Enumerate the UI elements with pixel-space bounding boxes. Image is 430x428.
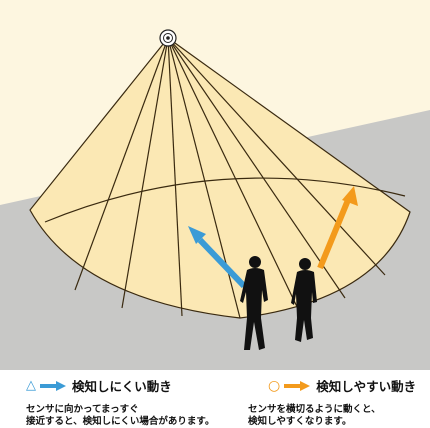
right-caption-line2: 検知しやすくなります。 (248, 416, 352, 427)
approach-arrow (188, 226, 247, 289)
sensor-detection-diagram (0, 0, 430, 370)
left-caption: △ 検知しにくい動き センサに向かってまっすぐ 接近すると、検知しにくい場合があ… (26, 376, 214, 428)
blue-arrow-icon (40, 380, 66, 391)
crossing-arrow (317, 186, 358, 270)
right-caption: ○ 検知しやすい動き センサを横切るように動くと、 検知しやすくなります。 (248, 376, 416, 428)
left-caption-line1: センサに向かってまっすぐ (26, 404, 139, 415)
right-caption-title-row: ○ 検知しやすい動き (268, 376, 416, 395)
person-right-icon (291, 258, 317, 342)
right-caption-line1: センサを横切るように動くと、 (248, 404, 381, 415)
right-caption-desc: センサを横切るように動くと、 検知しやすくなります。 (248, 404, 416, 428)
triangle-icon: △ (26, 378, 36, 393)
orange-arrow-icon (284, 380, 311, 391)
sensor-icon (159, 29, 177, 47)
left-caption-title: 検知しにくい動き (72, 379, 172, 394)
person-left-icon (240, 256, 268, 350)
left-caption-title-row: △ 検知しにくい動き (26, 376, 214, 395)
right-caption-title: 検知しやすい動き (316, 379, 417, 394)
left-caption-desc: センサに向かってまっすぐ 接近すると、検知しにくい場合があります。 (26, 404, 214, 428)
left-caption-line2: 接近すると、検知しにくい場合があります。 (26, 416, 215, 427)
detection-cone (29, 37, 411, 319)
circle-icon: ○ (268, 377, 281, 394)
